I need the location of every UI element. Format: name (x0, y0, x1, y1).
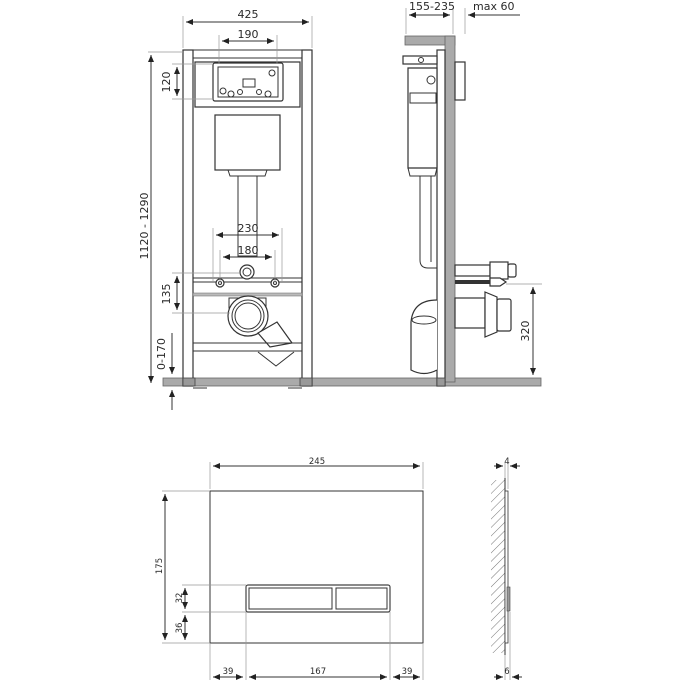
flush-plate-side: 4 6 (491, 457, 522, 680)
front-view-dimensions: 425 190 120 1120 - 1290 230 180 135 0-17… (138, 8, 313, 410)
flush-plate-dimensions: 245 175 32 36 39 167 39 (155, 457, 424, 680)
dim-foot-adjust: 0-170 (155, 338, 168, 370)
front-view-frame (182, 49, 313, 389)
side-view (402, 35, 517, 387)
dim-bolt-height: 135 (160, 284, 173, 305)
dim-left-margin: 39 (223, 667, 234, 677)
dim-drain-height: 320 (519, 321, 532, 342)
dim-depth: 155-235 (409, 0, 455, 13)
dim-panel-height: 120 (160, 72, 173, 93)
dim-button-width: 167 (310, 667, 326, 677)
dim-bolt-spacing-inner: 180 (238, 244, 259, 257)
dim-plate-height: 175 (155, 558, 165, 574)
dim-panel-width: 190 (238, 28, 259, 41)
dim-button-height: 32 (175, 593, 185, 604)
dim-button-bottom-offset: 36 (175, 623, 185, 634)
flush-plate-front (209, 490, 424, 644)
dim-thickness-top: 4 (504, 457, 509, 467)
side-view-dimensions: 155-235 max 60 320 (405, 0, 542, 375)
flush-mechanism-box (212, 62, 284, 102)
dim-right-margin: 39 (402, 667, 413, 677)
flush-buttons (245, 584, 391, 613)
floor (162, 377, 542, 387)
dim-bolt-spacing-outer: 230 (238, 222, 259, 235)
dim-thickness-bottom: 6 (504, 667, 509, 677)
dim-total-height: 1120 - 1290 (138, 193, 151, 260)
dim-wall-thickness: max 60 (473, 0, 514, 13)
drain-outlet (227, 295, 294, 348)
dim-frame-width: 425 (238, 8, 259, 21)
dim-plate-width: 245 (309, 457, 325, 467)
